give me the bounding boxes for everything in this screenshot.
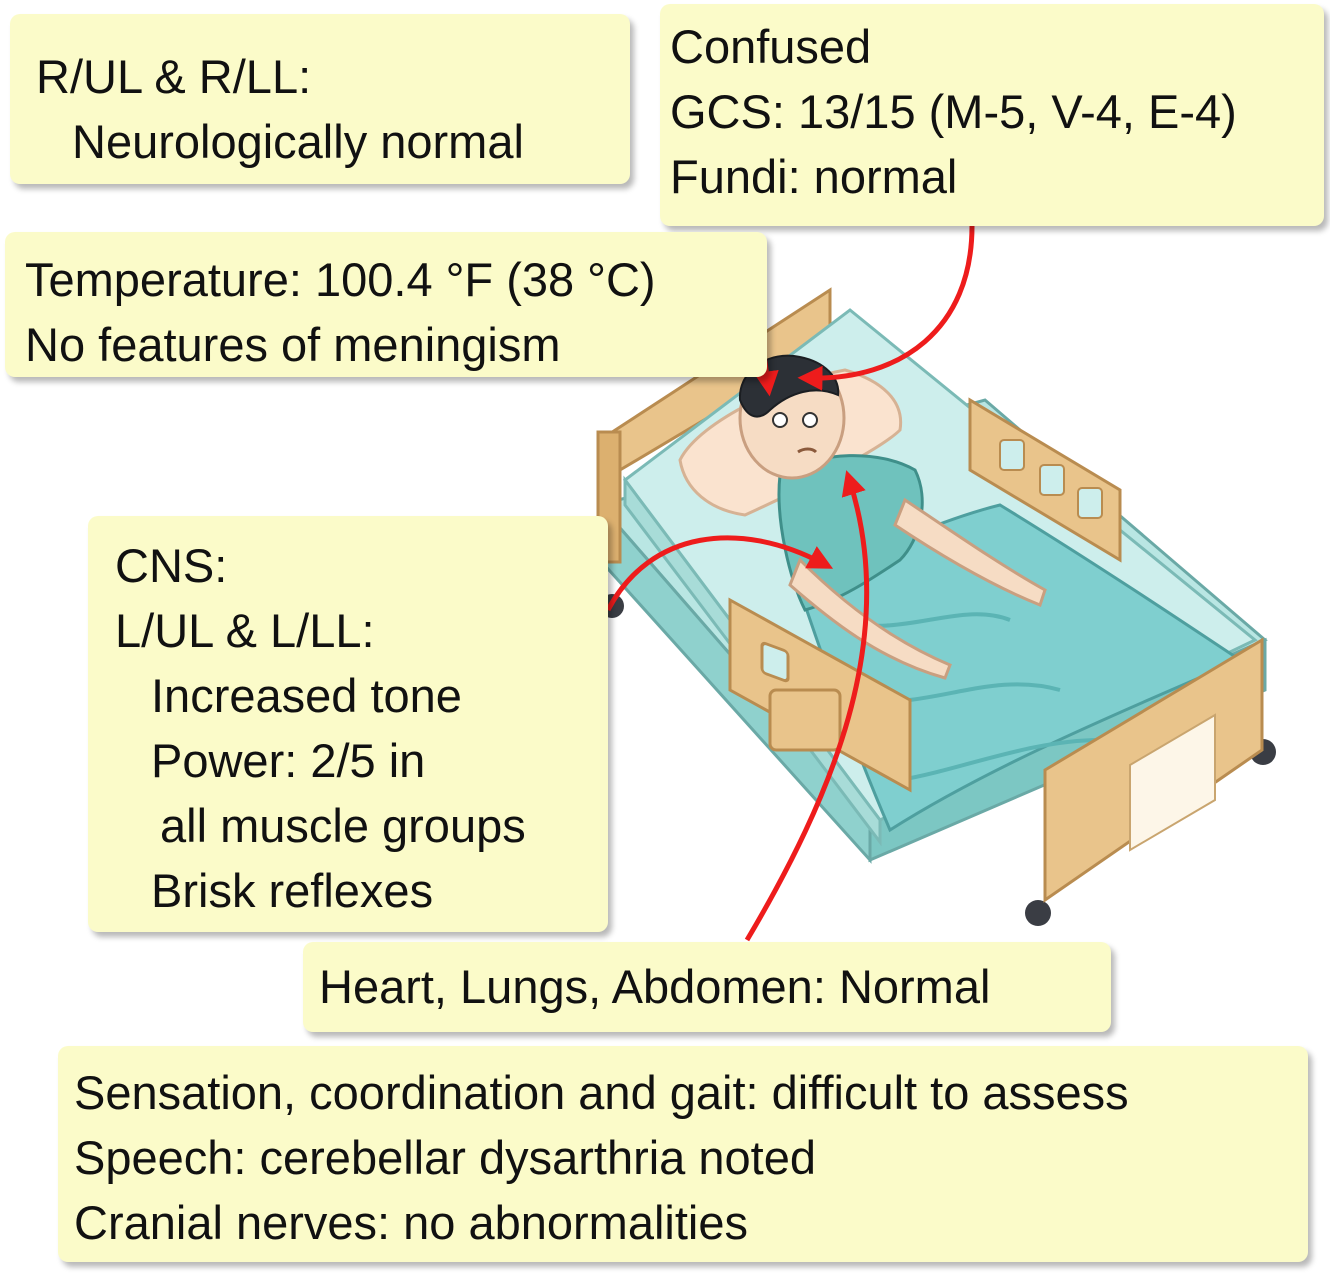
note-line: Fundi: normal [670, 150, 958, 203]
footboard [1043, 637, 1264, 903]
note-temperature: Temperature: 100.4 °F (38 °C) No feature… [5, 232, 767, 377]
note-other-findings: Sensation, coordination and gait: diffic… [58, 1046, 1308, 1262]
patient-left-arm [893, 497, 1047, 607]
note-line: Speech: cerebellar dysarthria noted [74, 1131, 816, 1184]
note-mental-status: Confused GCS: 13/15 (M-5, V-4, E-4) Fund… [660, 4, 1324, 226]
note-line: L/UL & L/LL: [115, 604, 375, 657]
note-line: Increased tone [151, 669, 462, 722]
patient-gown [777, 454, 924, 612]
note-line: GCS: 13/15 (M-5, V-4, E-4) [670, 85, 1237, 138]
note-line: R/UL & R/LL: [36, 50, 312, 103]
note-organs: Heart, Lungs, Abdomen: Normal [303, 942, 1111, 1032]
side-rail [728, 597, 912, 793]
arrow-to-chest [744, 470, 870, 942]
note-line: Cranial nerves: no abnormalities [74, 1196, 748, 1249]
note-line: Neurologically normal [72, 115, 524, 168]
note-line: No features of meningism [25, 318, 561, 371]
note-line: CNS: [115, 539, 228, 592]
note-line: Brisk reflexes [151, 864, 434, 917]
note-line: Temperature: 100.4 °F (38 °C) [25, 253, 656, 306]
note-line: all muscle groups [160, 799, 526, 852]
arrow-to-head [797, 225, 975, 391]
note-right-limbs: R/UL & R/LL: Neurologically normal [10, 14, 630, 184]
note-line: Confused [670, 20, 872, 73]
note-line: Power: 2/5 in [151, 734, 426, 787]
note-cns: CNS: L/UL & L/LL: Increased tone Power: … [88, 516, 608, 932]
patient-right-arm [788, 557, 952, 680]
far-side-rail [968, 397, 1122, 563]
arrow-to-left-side [605, 535, 834, 612]
note-line: Sensation, coordination and gait: diffic… [74, 1066, 1129, 1119]
note-line: Heart, Lungs, Abdomen: Normal [319, 960, 991, 1013]
